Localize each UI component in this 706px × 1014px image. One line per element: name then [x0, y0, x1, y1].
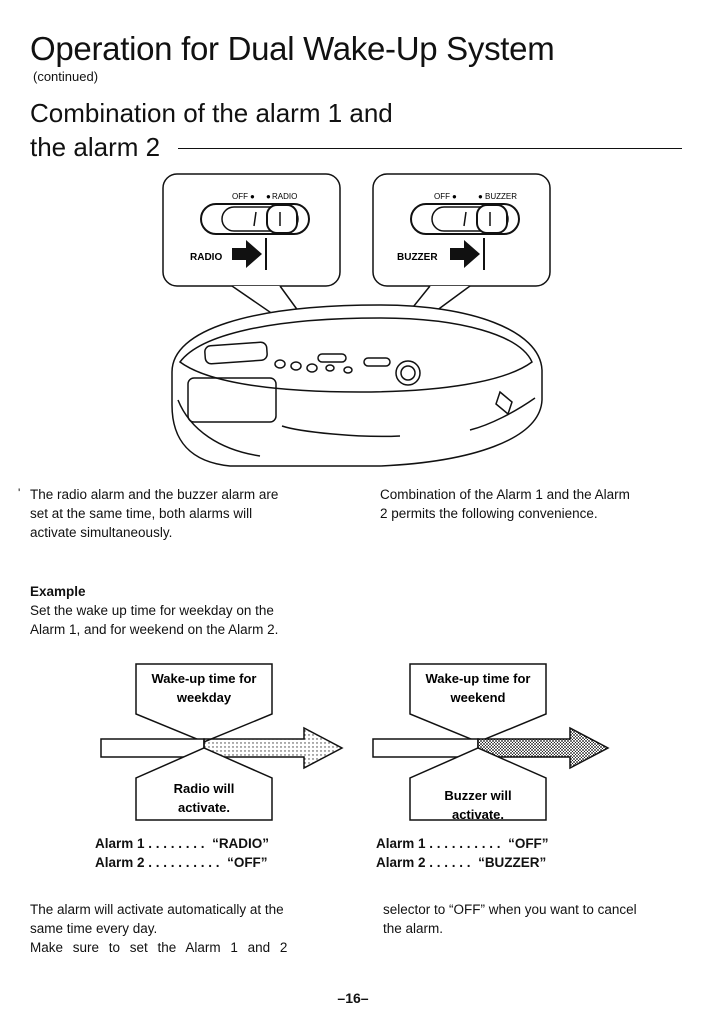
- alarm2-label: Alarm 2 . . . . . . . . . .: [95, 855, 220, 870]
- weekday-box-line2: weekday: [176, 690, 232, 705]
- section-heading-line2: the alarm 2: [30, 132, 161, 162]
- section-heading-line1: Combination of the alarm 1 and: [30, 98, 393, 128]
- weekday-box-line1: Wake-up time for: [152, 671, 257, 686]
- radio-arrow-label: RADIO: [190, 252, 222, 263]
- auto-activate-paragraph: The alarm will activate automatically at…: [30, 900, 350, 957]
- example-text: Set the wake up time for weekday on the …: [30, 601, 350, 639]
- weekend-box-line2: weekend: [450, 690, 506, 705]
- switch-radio-label: RADIO: [272, 192, 297, 201]
- left-alarm2-line: Alarm 2 . . . . . . . . . . “OFF”: [95, 855, 268, 870]
- margin-tick: ': [18, 486, 21, 500]
- text-line: activate simultaneously.: [30, 525, 173, 540]
- svg-text:●: ●: [266, 192, 271, 201]
- text-line: The radio alarm and the buzzer alarm are: [30, 487, 279, 502]
- page-title: Operation for Dual Wake-Up System: [30, 30, 555, 67]
- alarm2-value: “OFF”: [227, 855, 268, 870]
- cancel-paragraph: selector to “OFF” when you want to cance…: [383, 900, 693, 938]
- weekday-diagram: Wake-up time for weekday Radio will acti…: [100, 663, 344, 821]
- simultaneous-paragraph: The radio alarm and the buzzer alarm are…: [30, 485, 340, 542]
- buzzer-arrow-label: BUZZER: [397, 252, 438, 263]
- page-number: –16–: [337, 990, 369, 1006]
- example-heading: Example: [30, 584, 86, 599]
- text-line: Set the wake up time for weekday on the: [30, 603, 274, 618]
- alarm2-label: Alarm 2 . . . . . .: [376, 855, 471, 870]
- text-line: Combination of the Alarm 1 and the Alarm: [380, 487, 630, 502]
- text-line: selector to “OFF” when you want to cance…: [383, 902, 637, 917]
- svg-text:●: ●: [452, 192, 457, 201]
- convenience-paragraph: Combination of the Alarm 1 and the Alarm…: [380, 485, 690, 523]
- radio-switch-callout: OFF ● ● RADIO RADIO: [162, 173, 341, 287]
- switch-off-label: OFF: [232, 192, 248, 201]
- continued-label: (continued): [33, 69, 99, 84]
- buzzer-switch-callout: OFF ● ● BUZZER BUZZER: [372, 173, 551, 287]
- switch-off-label-2: OFF: [434, 192, 450, 201]
- radio-will-line1: Radio will: [174, 781, 235, 796]
- alarm1-label: Alarm 1 . . . . . . . . . .: [376, 836, 501, 851]
- text-line: same time every day.: [30, 921, 158, 936]
- text-line: set at the same time, both alarms will: [30, 506, 253, 521]
- clock-radio-illustration: OFF ● ● RADIO RADIO OFF ● ● BUZZER BUZZE…: [162, 173, 551, 467]
- right-alarm2-line: Alarm 2 . . . . . . “BUZZER”: [376, 855, 546, 870]
- switch-buzzer-label: BUZZER: [485, 192, 517, 201]
- right-alarm1-line: Alarm 1 . . . . . . . . . . “OFF”: [376, 836, 549, 851]
- buzzer-will-line2: activate.: [452, 807, 504, 822]
- text-line: 2 permits the following convenience.: [380, 506, 598, 521]
- text-line: the alarm.: [383, 921, 444, 936]
- left-alarm1-line: Alarm 1 . . . . . . . . “RADIO”: [95, 836, 269, 851]
- text-line: Alarm 1, and for weekend on the Alarm 2.: [30, 622, 279, 637]
- weekend-diagram: Wake-up time for weekend Buzzer will act…: [372, 663, 610, 822]
- alarm1-value: “RADIO”: [212, 836, 270, 851]
- clock-radio-body: [171, 304, 543, 467]
- text-line: Make sure to set the Alarm 1 and 2: [30, 940, 288, 955]
- radio-will-line2: activate.: [178, 800, 230, 815]
- alarm2-value: “BUZZER”: [478, 855, 547, 870]
- buzzer-will-line1: Buzzer will: [444, 788, 511, 803]
- heading-rule: [178, 148, 682, 149]
- svg-text:●: ●: [250, 192, 255, 201]
- svg-text:●: ●: [478, 192, 483, 201]
- weekend-box-line1: Wake-up time for: [426, 671, 531, 686]
- alarm-diagrams: Wake-up time for weekday Radio will acti…: [100, 663, 610, 822]
- alarm1-label: Alarm 1 . . . . . . . .: [95, 836, 205, 851]
- alarm1-value: “OFF”: [508, 836, 549, 851]
- text-line: The alarm will activate automatically at…: [30, 902, 284, 917]
